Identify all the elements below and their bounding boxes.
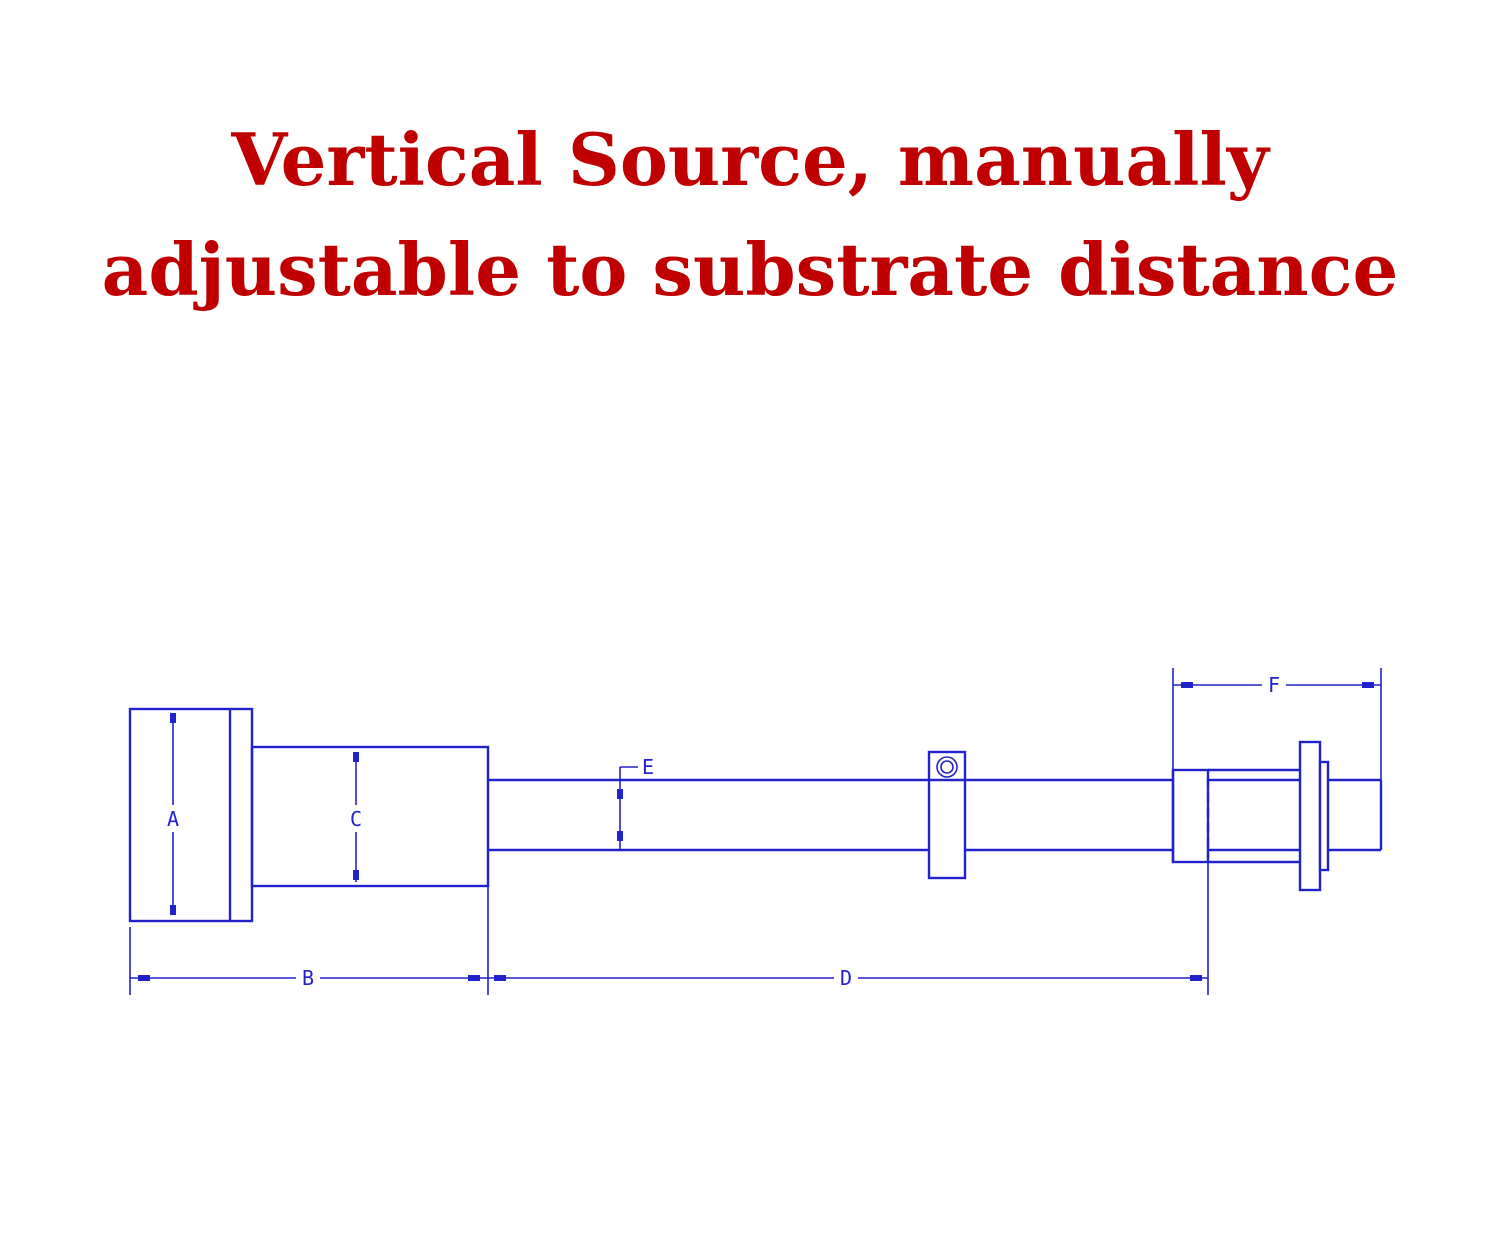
- label-b: B: [302, 966, 314, 990]
- shaft-end: [1328, 778, 1383, 852]
- label-f: F: [1268, 673, 1280, 697]
- title-line-1: Vertical Source, manually: [231, 117, 1269, 202]
- dimension-d: D: [488, 966, 1208, 990]
- dimension-b: B: [130, 966, 488, 990]
- page-title: Vertical Source, manually adjustable to …: [0, 105, 1500, 325]
- middle-body: [250, 745, 490, 888]
- dimension-a: A: [167, 713, 179, 915]
- label-c: C: [350, 807, 362, 831]
- clamp-screw-icon: [936, 756, 958, 778]
- label-d: D: [840, 966, 852, 990]
- shaft: [488, 778, 1300, 852]
- extension-lines: [129, 862, 1209, 995]
- title-line-2: adjustable to substrate distance: [101, 227, 1399, 312]
- dimension-e: E: [617, 755, 654, 850]
- housing-block: [128, 707, 254, 923]
- dimension-c: C: [350, 752, 362, 882]
- label-e: E: [642, 755, 654, 779]
- shaft-clamp: [927, 750, 967, 880]
- dimension-f: F: [1172, 668, 1382, 780]
- flange: [1298, 740, 1330, 892]
- label-a: A: [167, 807, 179, 831]
- shaft-collar: [1171, 768, 1300, 864]
